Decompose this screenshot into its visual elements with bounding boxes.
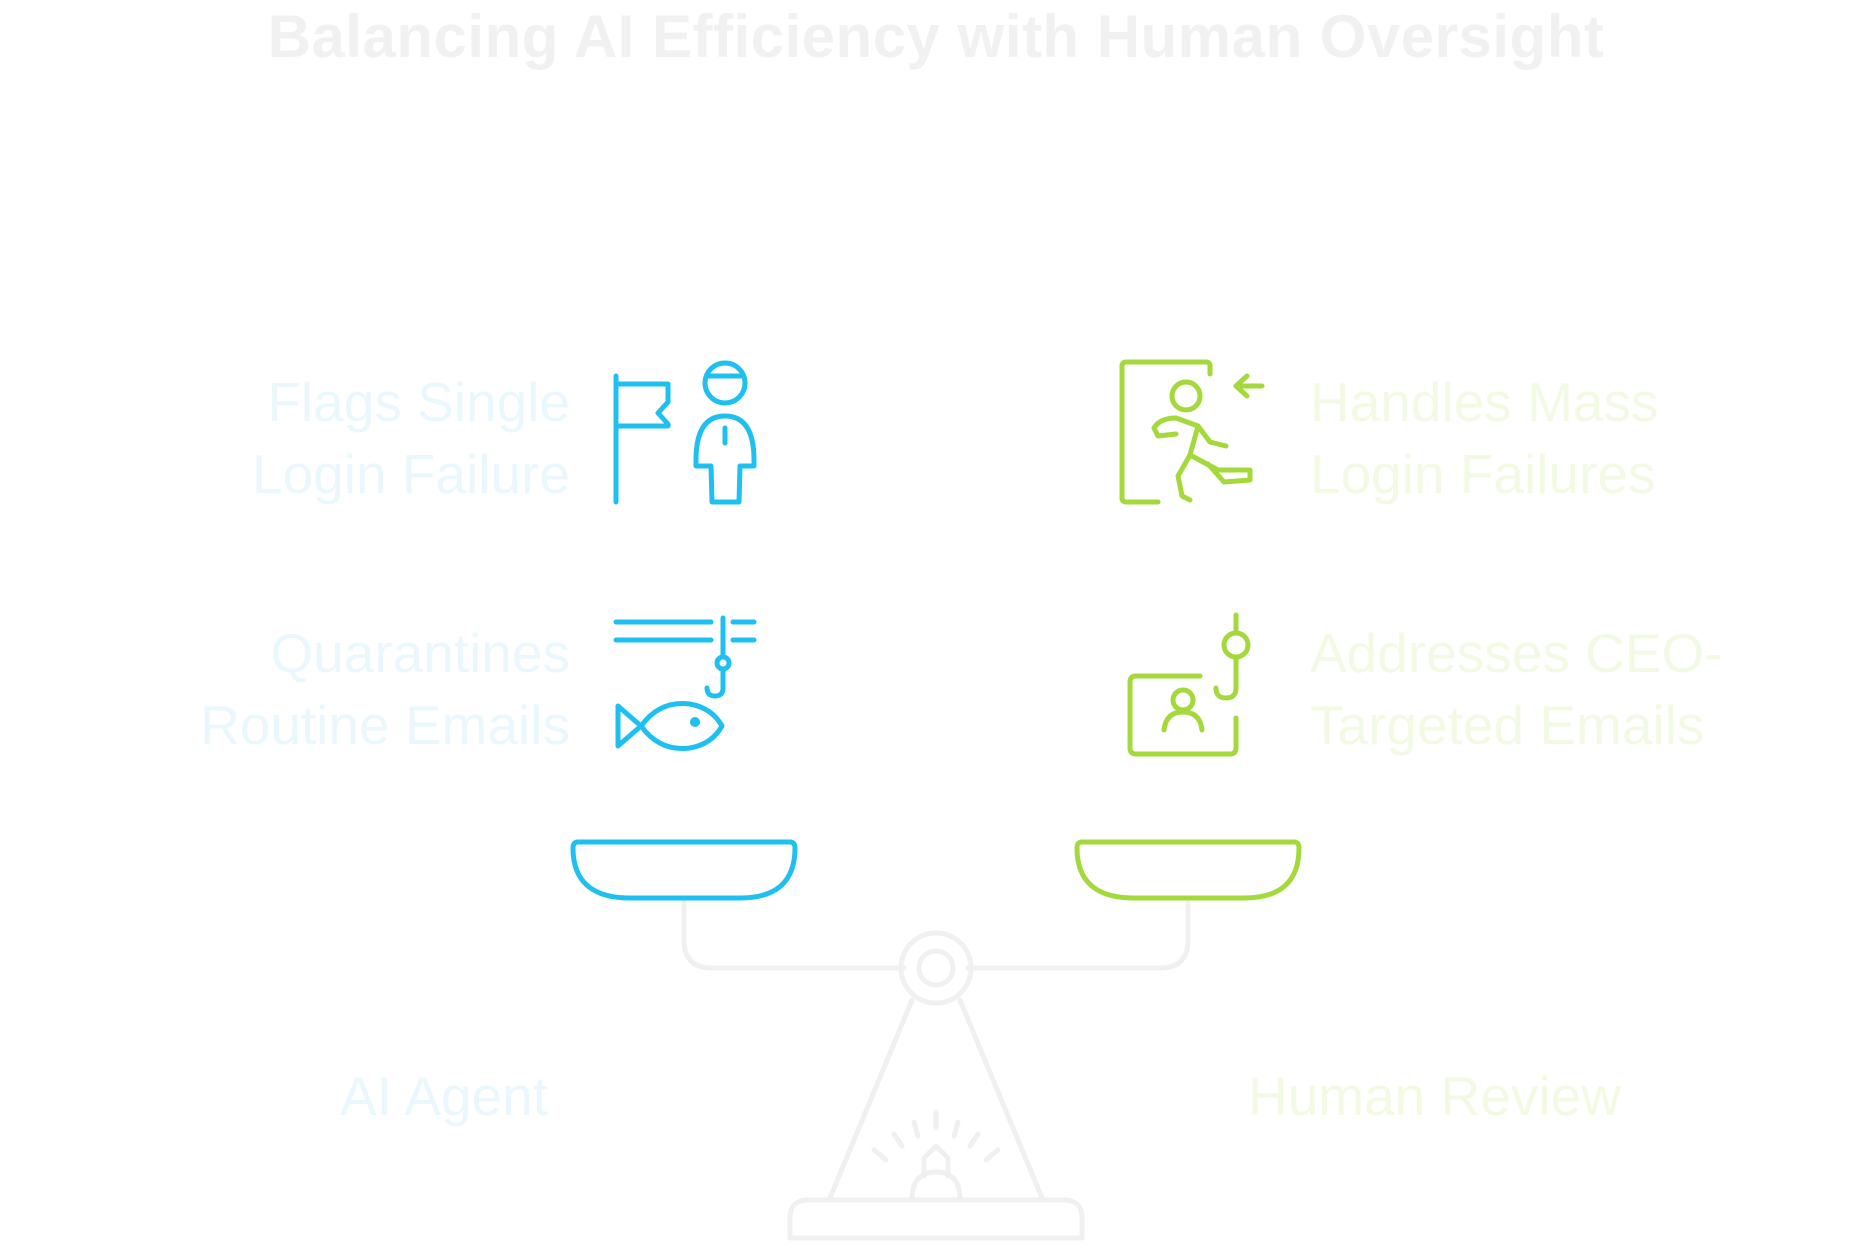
balance-scale-icon — [681, 899, 1191, 1241]
human-pan-icon — [1074, 839, 1302, 901]
ai-item-login-failure: Flags Single Login Failure — [252, 371, 570, 505]
human-item-ceo-emails: Addresses CEO- Targeted Emails — [1310, 622, 1723, 756]
flag-person-icon — [613, 360, 757, 505]
fish-hook-icon — [613, 615, 757, 752]
human-review-label: Human Review — [1248, 1065, 1621, 1127]
ai-item-routine-emails: Quarantines Routine Emails — [200, 622, 570, 756]
ai-pan-icon — [570, 839, 798, 901]
ai-agent-label: AI Agent — [340, 1065, 548, 1127]
human-item-mass-login: Handles Mass Login Failures — [1310, 371, 1659, 505]
page-title: Balancing AI Efficiency with Human Overs… — [267, 3, 1605, 70]
phishing-profile-icon — [1127, 612, 1251, 757]
running-exit-icon — [1119, 359, 1265, 505]
